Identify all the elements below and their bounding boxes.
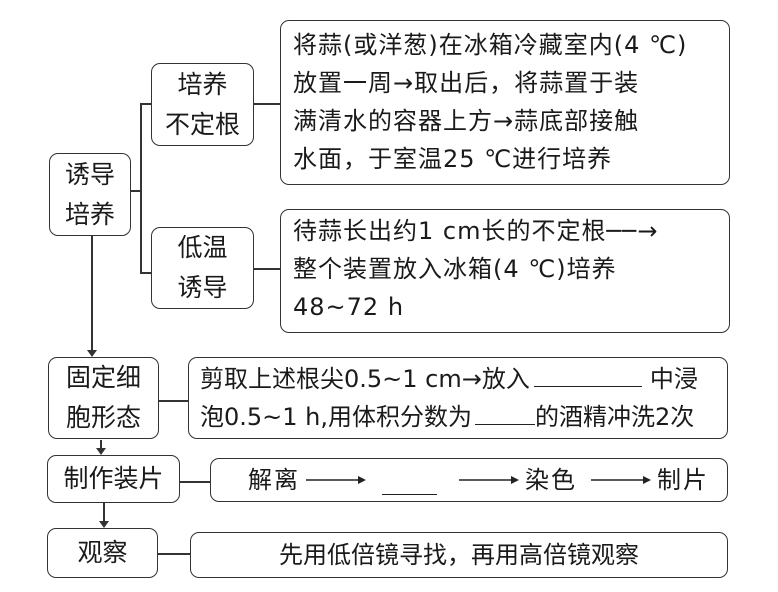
induce-label-line1: 诱导 (64, 159, 115, 189)
connector (91, 236, 93, 354)
root-culture-label: 培养 不定根 (151, 63, 254, 146)
fix-detail: 剪取上述根尖0.5~1 cm→放入 中浸 泡0.5~1 h,用体积分数为 的酒精冲洗… (200, 360, 698, 436)
connector (140, 103, 152, 105)
step-mounting: 制片 (657, 466, 709, 494)
detail-line: 水面，于室温25 ℃进行培养 (293, 145, 613, 173)
induce-box (49, 153, 131, 236)
arrow-right-icon (306, 476, 366, 484)
connector (253, 268, 281, 270)
root-culture-detail-box (280, 20, 730, 185)
arrow-down-icon (96, 448, 106, 455)
fix-label-line2: 胞形态 (65, 403, 141, 432)
slide-label: 制作装片 (63, 464, 164, 493)
observe-detail: 先用低倍镜寻找，再用高倍镜观察 (279, 541, 639, 569)
observe-box (47, 528, 158, 578)
fix-detail-box (188, 357, 728, 439)
detail-line: 将蒜(或洋葱)在冰箱冷藏室内(4 ℃) (293, 31, 688, 59)
fix-text: 泡0.5~1 h,用体积分数为 (200, 403, 473, 431)
detail-line: 剪取上述根尖0.5~1 cm→放入 中浸 (200, 360, 698, 398)
connector (100, 440, 102, 452)
root-culture-label-line2: 不定根 (164, 109, 240, 139)
connector (140, 272, 152, 274)
arrow-right-icon (459, 476, 519, 484)
fix-text: 的酒精冲洗2次 (535, 403, 695, 431)
induce-label-line2: 培养 (64, 199, 115, 229)
detail-line: 泡0.5~1 h,用体积分数为 的酒精冲洗2次 (200, 398, 698, 436)
low-temp-label: 低温 诱导 (151, 227, 254, 309)
detail-line: 满清水的容器上方→蒜底部接触 (293, 107, 640, 135)
root-culture-box (151, 63, 254, 146)
low-temp-detail: 待蒜长出约1 cm长的不定根──→ 整个装置放入冰箱(4 ℃)培养 48~72 … (293, 212, 658, 326)
slide-steps: 解离 染色 制片 (248, 461, 709, 499)
low-temp-detail-box (280, 209, 730, 333)
observe-label: 观察 (77, 538, 128, 567)
detail-line: 48~72 h (293, 293, 405, 321)
fill-blank[interactable] (382, 466, 437, 495)
arrow-down-icon (87, 350, 97, 357)
connector (180, 481, 210, 483)
fill-blank[interactable] (475, 402, 536, 425)
observe-detail-box (190, 532, 728, 578)
low-temp-label-line1: 低温 (177, 233, 228, 262)
connector (158, 553, 190, 555)
arrow-right-icon (591, 476, 651, 484)
slide-box (47, 455, 180, 503)
step-dissociation: 解离 (248, 466, 300, 494)
detail-line: 整个装置放入冰箱(4 ℃)培养 (293, 255, 617, 283)
fix-box (48, 357, 159, 439)
connector (159, 400, 189, 402)
root-culture-detail: 将蒜(或洋葱)在冰箱冷藏室内(4 ℃) 放置一周→取出后，将蒜置于装 满清水的容… (293, 26, 687, 178)
step-staining: 染色 (525, 466, 577, 494)
fix-text: 剪取上述根尖0.5~1 cm→放入 (200, 365, 530, 393)
fix-label: 固定细 胞形态 (48, 357, 159, 439)
fill-blank[interactable] (533, 364, 642, 387)
connector (103, 503, 105, 525)
detail-line: 放置一周→取出后，将蒜置于装 (293, 69, 640, 97)
low-temp-box (151, 227, 254, 309)
detail-line: 待蒜长出约1 cm长的不定根──→ (293, 217, 659, 245)
connector (140, 103, 142, 273)
root-culture-label-line1: 培养 (177, 69, 228, 99)
fix-text: 中浸 (649, 365, 698, 393)
low-temp-label-line2: 诱导 (177, 273, 228, 302)
connector (253, 103, 281, 105)
induce-label: 诱导 培养 (49, 153, 131, 236)
connector (130, 190, 142, 192)
fix-label-line1: 固定细 (65, 363, 141, 392)
arrow-down-icon (99, 521, 109, 528)
